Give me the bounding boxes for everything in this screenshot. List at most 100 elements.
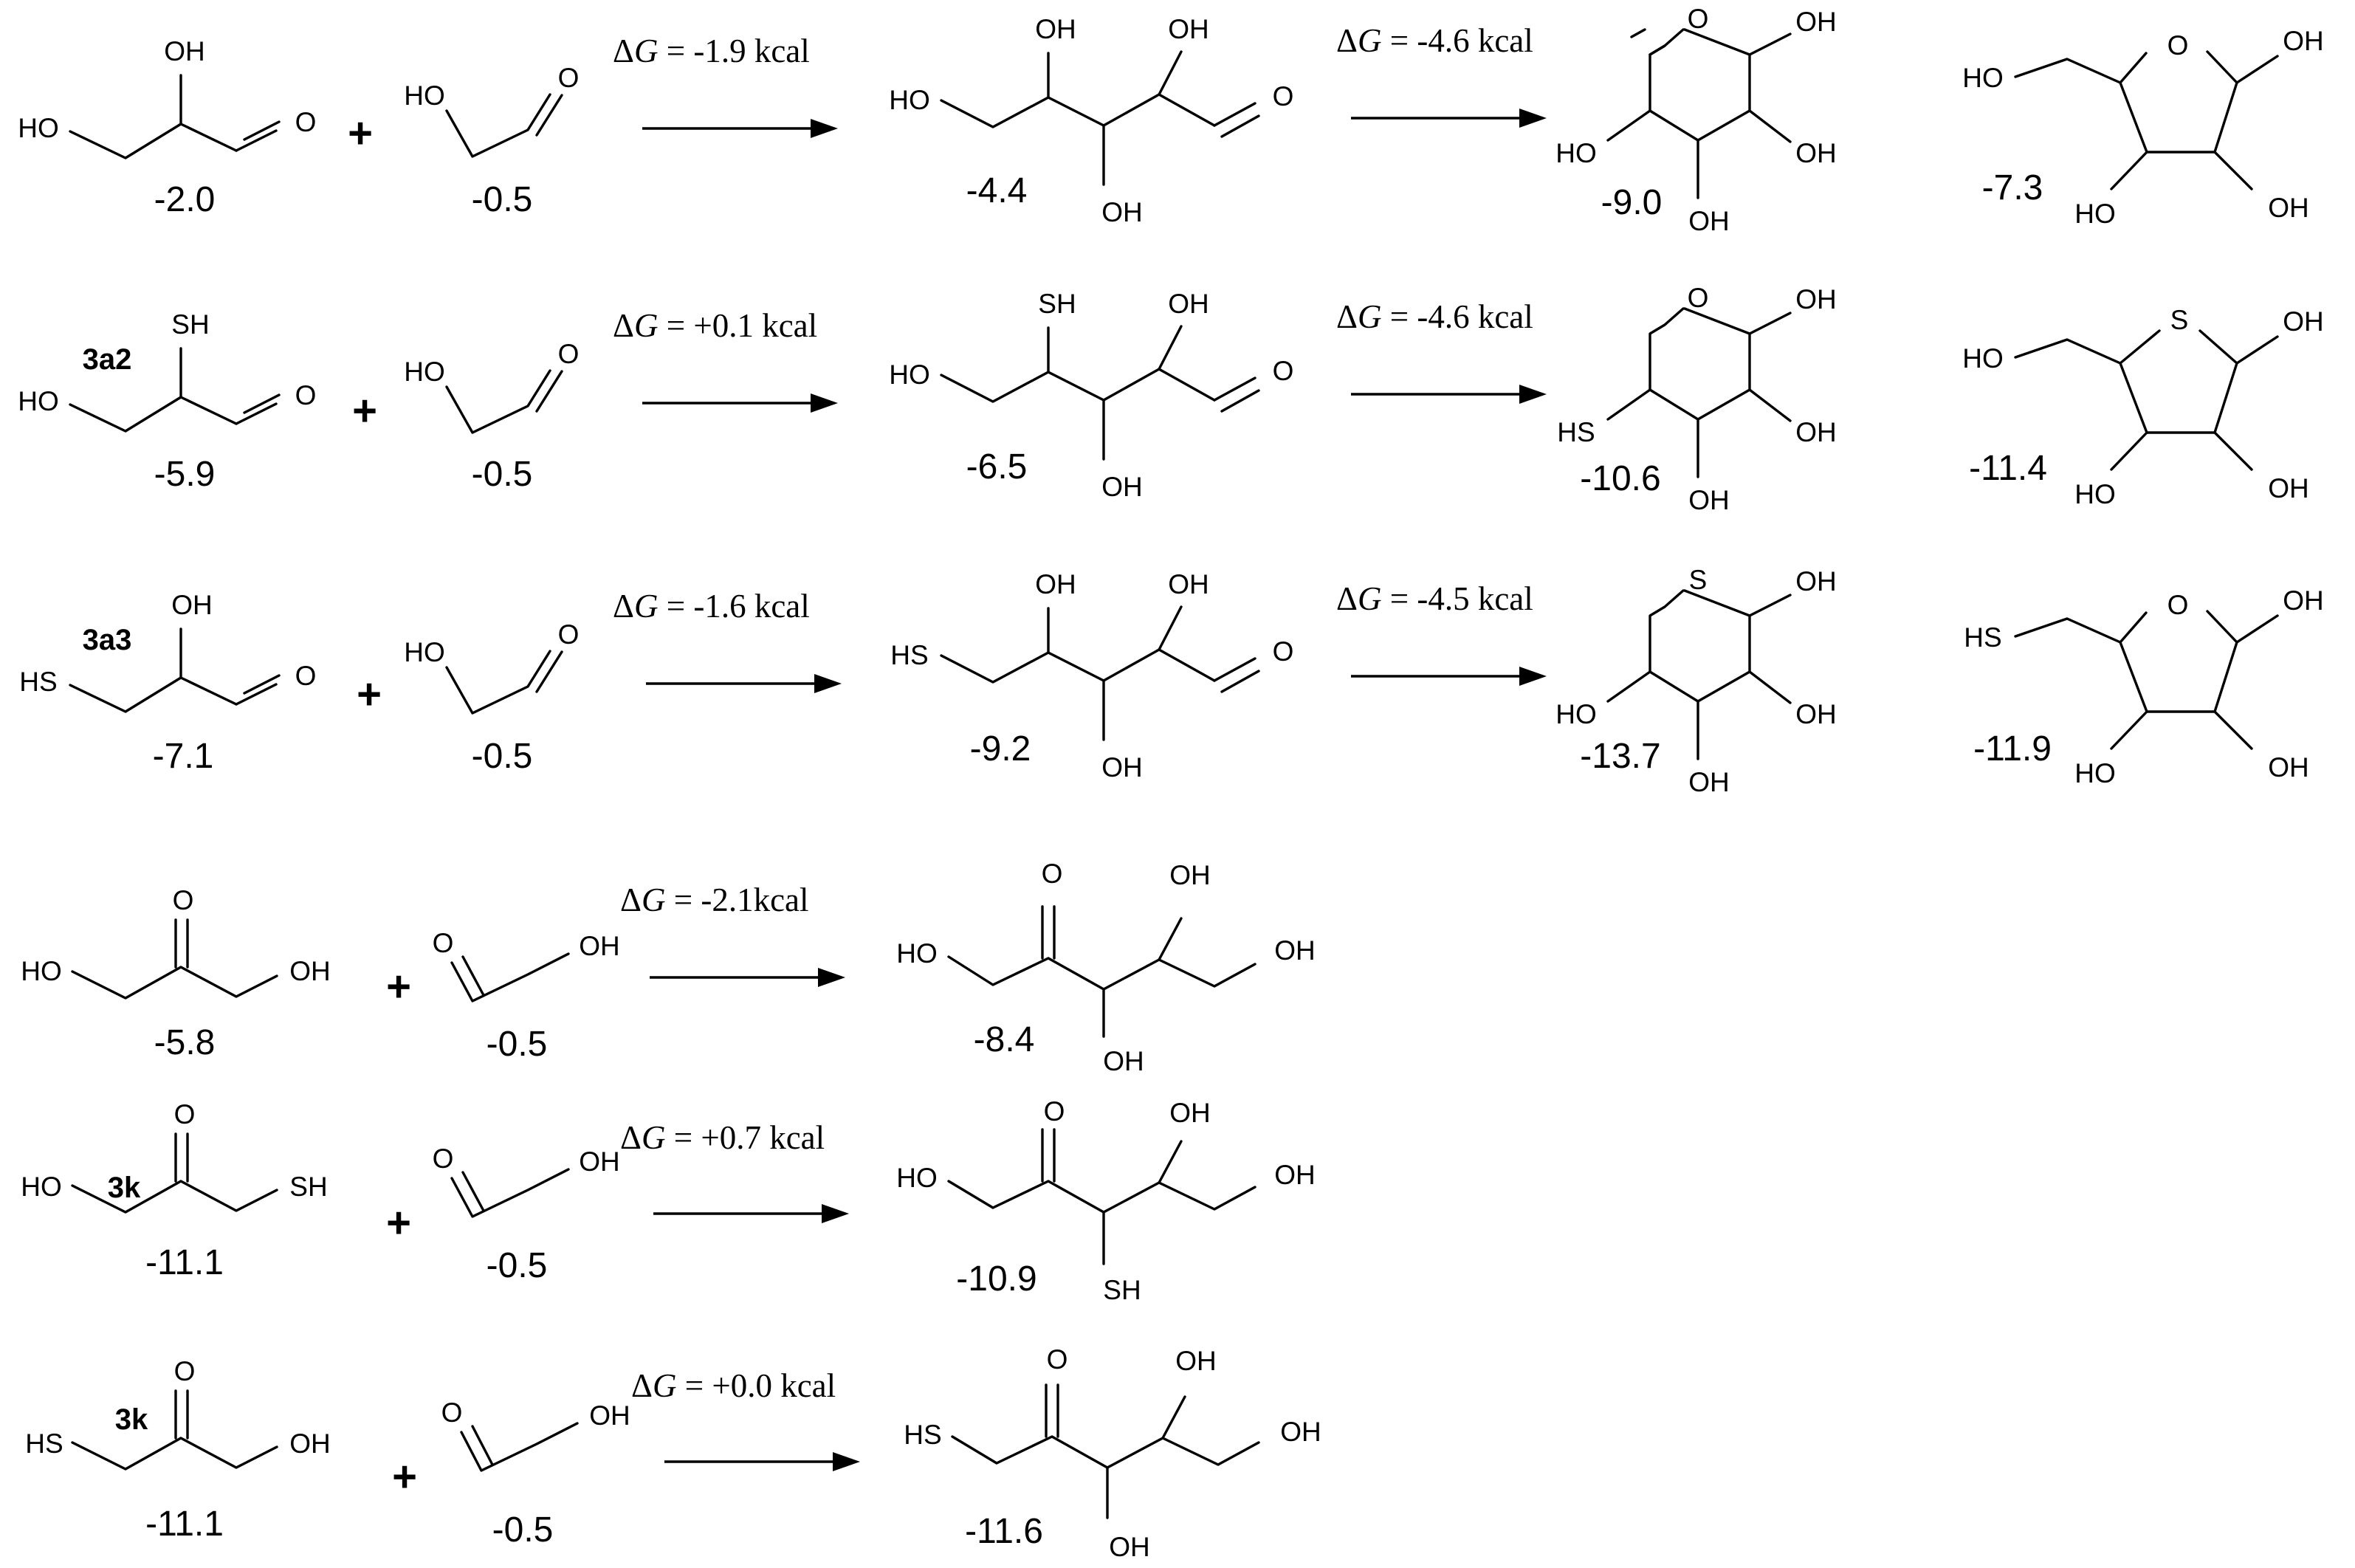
energy-value: -11.6: [965, 1512, 1043, 1551]
row-1: OH HO O -2.0 + HO O -0.5 ΔG = -1.9 kcal: [18, 4, 2324, 236]
molecule-glycolaldehyde: O OH: [441, 1397, 630, 1472]
atom-label: O: [433, 928, 454, 958]
atom-label: OH: [1101, 752, 1143, 783]
atom-label: O: [2167, 590, 2189, 620]
delta-g-label: ΔG = +0.1 kcal: [613, 307, 817, 344]
atom-label: OH: [164, 36, 205, 66]
atom-label: OH: [1169, 1098, 1211, 1128]
atom-label: HS: [1964, 622, 2001, 653]
compound-label: 3a3: [83, 624, 132, 656]
reaction-arrow: ΔG = -2.1kcal: [620, 881, 845, 987]
molecule-thio-dihydroxyacetone-isomer: O HS OH: [25, 1356, 331, 1471]
atom-label: S: [1689, 565, 1708, 595]
molecule-glycolaldehyde: HO O: [404, 63, 580, 158]
plus-sign: +: [357, 670, 382, 718]
atom-label: HO: [1555, 699, 1597, 729]
atom-label: OH: [1103, 1046, 1144, 1076]
atom-label: OH: [2268, 473, 2309, 503]
atom-label: SH: [1038, 289, 1076, 319]
atom-label: HO: [404, 637, 445, 667]
atom-label: OH: [2283, 26, 2324, 56]
molecule-thio-dihydroxyacetone: O HO SH: [21, 1099, 328, 1214]
energy-value: -5.8: [154, 1023, 216, 1062]
energy-value: -0.5: [487, 1025, 548, 1064]
delta-g-label: ΔG = +0.0 kcal: [631, 1367, 836, 1404]
molecule-ketopentose: O OH HO OH OH: [896, 859, 1316, 1076]
energy-value: -2.0: [154, 180, 216, 219]
atom-label: OH: [1169, 860, 1211, 890]
compound-label: 3k: [115, 1403, 148, 1436]
molecule-open-chain-5-thio-pentose: OH OH HS O OH: [890, 569, 1293, 783]
atom-label: HO: [2074, 199, 2116, 229]
atom-label: OH: [1035, 14, 1076, 44]
atom-label: HO: [2074, 479, 2116, 509]
atom-label: OH: [2268, 193, 2309, 223]
molecule-pyranose: O OH HO OH OH: [1555, 4, 1837, 236]
energy-value: -0.5: [472, 737, 533, 776]
energy-value: -11.4: [1969, 449, 2047, 488]
atom-label: SH: [289, 1172, 327, 1202]
row-3: 3a3 OH HS O -7.1 + HO O -0.5 ΔG = -1.6 k…: [19, 565, 2323, 797]
reaction-arrow: ΔG = -1.9 kcal: [613, 32, 838, 138]
reaction-arrow: ΔG = +0.7 kcal: [620, 1119, 849, 1223]
atom-label: HO: [1962, 343, 2004, 374]
energy-value: -10.6: [1580, 459, 1660, 498]
energy-value: -8.4: [974, 1020, 1035, 1059]
atom-label: HO: [889, 85, 930, 115]
atom-label: HS: [25, 1428, 63, 1459]
atom-label: O: [558, 63, 580, 93]
atom-label: OH: [1101, 197, 1143, 227]
atom-label: O: [1688, 4, 1709, 34]
atom-label: O: [295, 380, 317, 410]
energy-value: -11.9: [1973, 729, 2052, 768]
atom-label: HO: [1555, 138, 1597, 168]
delta-g-label: ΔG = -2.1kcal: [620, 881, 809, 918]
atom-label: OH: [1101, 472, 1143, 502]
delta-g-label: ΔG = -1.6 kcal: [613, 588, 810, 625]
energy-value: -4.4: [966, 171, 1028, 210]
molecule-1-thio-ketopentose: O OH HS OH OH: [904, 1344, 1321, 1562]
atom-label: O: [173, 885, 194, 915]
atom-label: S: [2170, 305, 2189, 335]
reaction-arrow: ΔG = -4.6 kcal: [1336, 298, 1547, 404]
atom-label: OH: [1168, 289, 1209, 319]
reaction-arrow: ΔG = -1.6 kcal: [613, 588, 842, 693]
atom-label: O: [295, 661, 317, 691]
molecule-open-chain-thio-pentose: SH OH HO O OH: [889, 289, 1293, 502]
atom-label: O: [295, 107, 317, 137]
row-2: 3a2 SH HO O -5.9 + HO O -0.5 ΔG = +0.1 k…: [18, 283, 2324, 515]
atom-label: HS: [19, 667, 57, 697]
atom-label: OH: [1168, 14, 1209, 44]
atom-label: O: [558, 339, 580, 369]
atom-label: O: [174, 1099, 196, 1129]
row-4: O HO OH -5.8 + O OH -0.5 ΔG = -2.1kcal O…: [21, 859, 1316, 1076]
plus-sign: +: [386, 963, 411, 1011]
energy-value: -5.9: [154, 455, 216, 494]
plus-sign: +: [352, 387, 377, 435]
atom-label: OH: [579, 931, 620, 961]
energy-value: -9.2: [970, 729, 1031, 768]
atom-label: O: [1273, 356, 1294, 386]
atom-label: O: [174, 1356, 196, 1386]
molecule-thio-pyranose: O OH HS OH OH: [1557, 283, 1836, 515]
atom-label: HS: [890, 640, 928, 670]
delta-g-label: ΔG = -4.6 kcal: [1336, 22, 1533, 59]
atom-label: OH: [1168, 569, 1209, 599]
atom-label: OH: [1035, 569, 1076, 599]
molecule-glycolaldehyde: HO O: [404, 619, 579, 715]
energy-value: -9.0: [1601, 183, 1663, 222]
atom-label: OH: [289, 1428, 331, 1459]
reaction-arrow: ΔG = +0.0 kcal: [631, 1367, 860, 1471]
molecule-5-thio-furanose: HS O OH HO OH: [1964, 585, 2323, 788]
energy-value: -7.3: [1982, 168, 2043, 207]
atom-label: OH: [1795, 699, 1837, 729]
compound-label: 3a2: [83, 343, 132, 376]
atom-label: O: [433, 1144, 454, 1174]
molecule-glyceraldehyde: OH HO O: [18, 36, 317, 159]
atom-label: OH: [1274, 935, 1316, 966]
atom-label: OH: [2283, 306, 2324, 337]
atom-label: SH: [1103, 1275, 1141, 1305]
atom-label: O: [1044, 1096, 1065, 1127]
atom-label: O: [1047, 1344, 1068, 1375]
delta-g-label: ΔG = -4.5 kcal: [1336, 580, 1533, 617]
